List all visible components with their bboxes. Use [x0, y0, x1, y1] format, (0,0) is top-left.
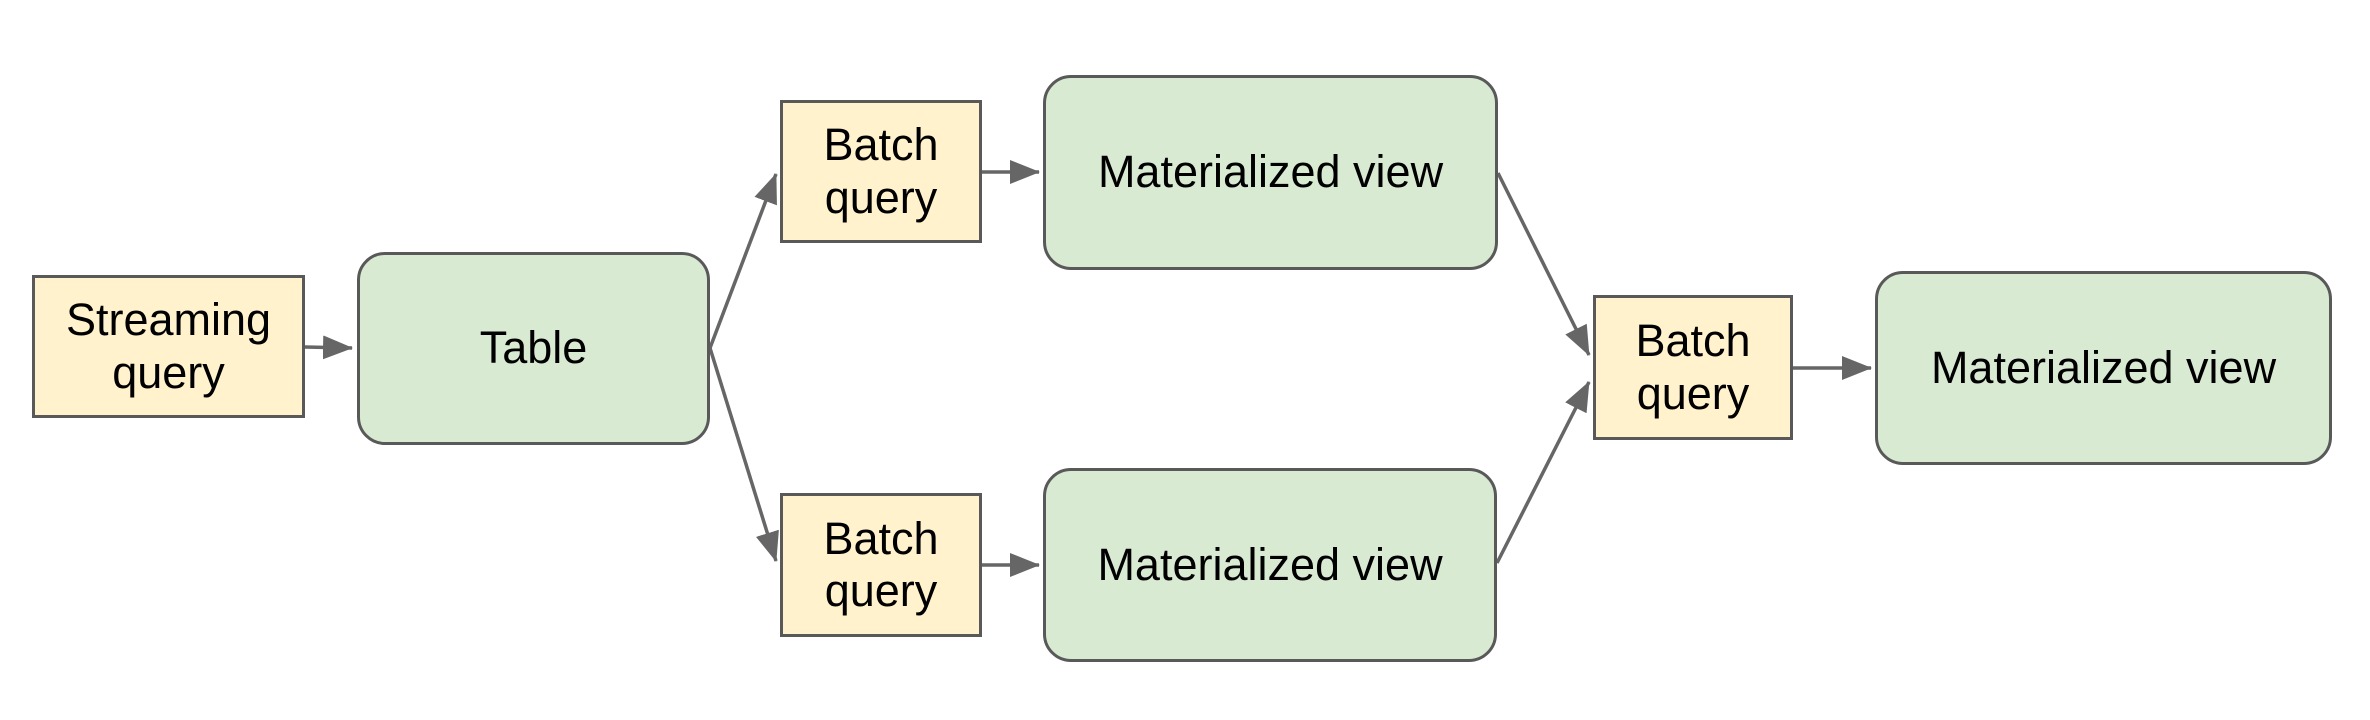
node-streaming-query: Streaming query — [32, 275, 305, 418]
node-materialized-view-final-label: Materialized view — [1930, 341, 2277, 393]
connector-streaming-to-table-arrow — [304, 335, 353, 360]
node-batch-query-top-label: Batch query — [823, 119, 939, 223]
node-batch-query-bottom-label: Batch query — [823, 512, 939, 616]
node-table: Table — [357, 252, 710, 445]
node-streaming-query-label: Streaming query — [65, 294, 272, 398]
node-materialized-view-final: Materialized view — [1875, 271, 2332, 465]
node-batch-query-top: Batch query — [780, 100, 982, 243]
node-table-label: Table — [479, 322, 588, 374]
connector-table-to-batch-bottom-arrow — [708, 347, 779, 562]
node-materialized-view-top-label: Materialized view — [1097, 146, 1444, 198]
connector-table-to-batch-top-arrow — [708, 173, 778, 349]
node-materialized-view-bottom: Materialized view — [1043, 468, 1497, 662]
connector-mv-bottom-to-batch-merge-arrow — [1495, 381, 1591, 564]
node-materialized-view-top: Materialized view — [1043, 75, 1498, 270]
node-materialized-view-bottom-label: Materialized view — [1097, 538, 1443, 590]
node-batch-query-merge: Batch query — [1593, 295, 1793, 440]
connector-mv-top-to-batch-merge-arrow — [1496, 172, 1591, 356]
node-batch-query-bottom: Batch query — [780, 493, 982, 637]
node-batch-query-merge-label: Batch query — [1635, 315, 1751, 419]
